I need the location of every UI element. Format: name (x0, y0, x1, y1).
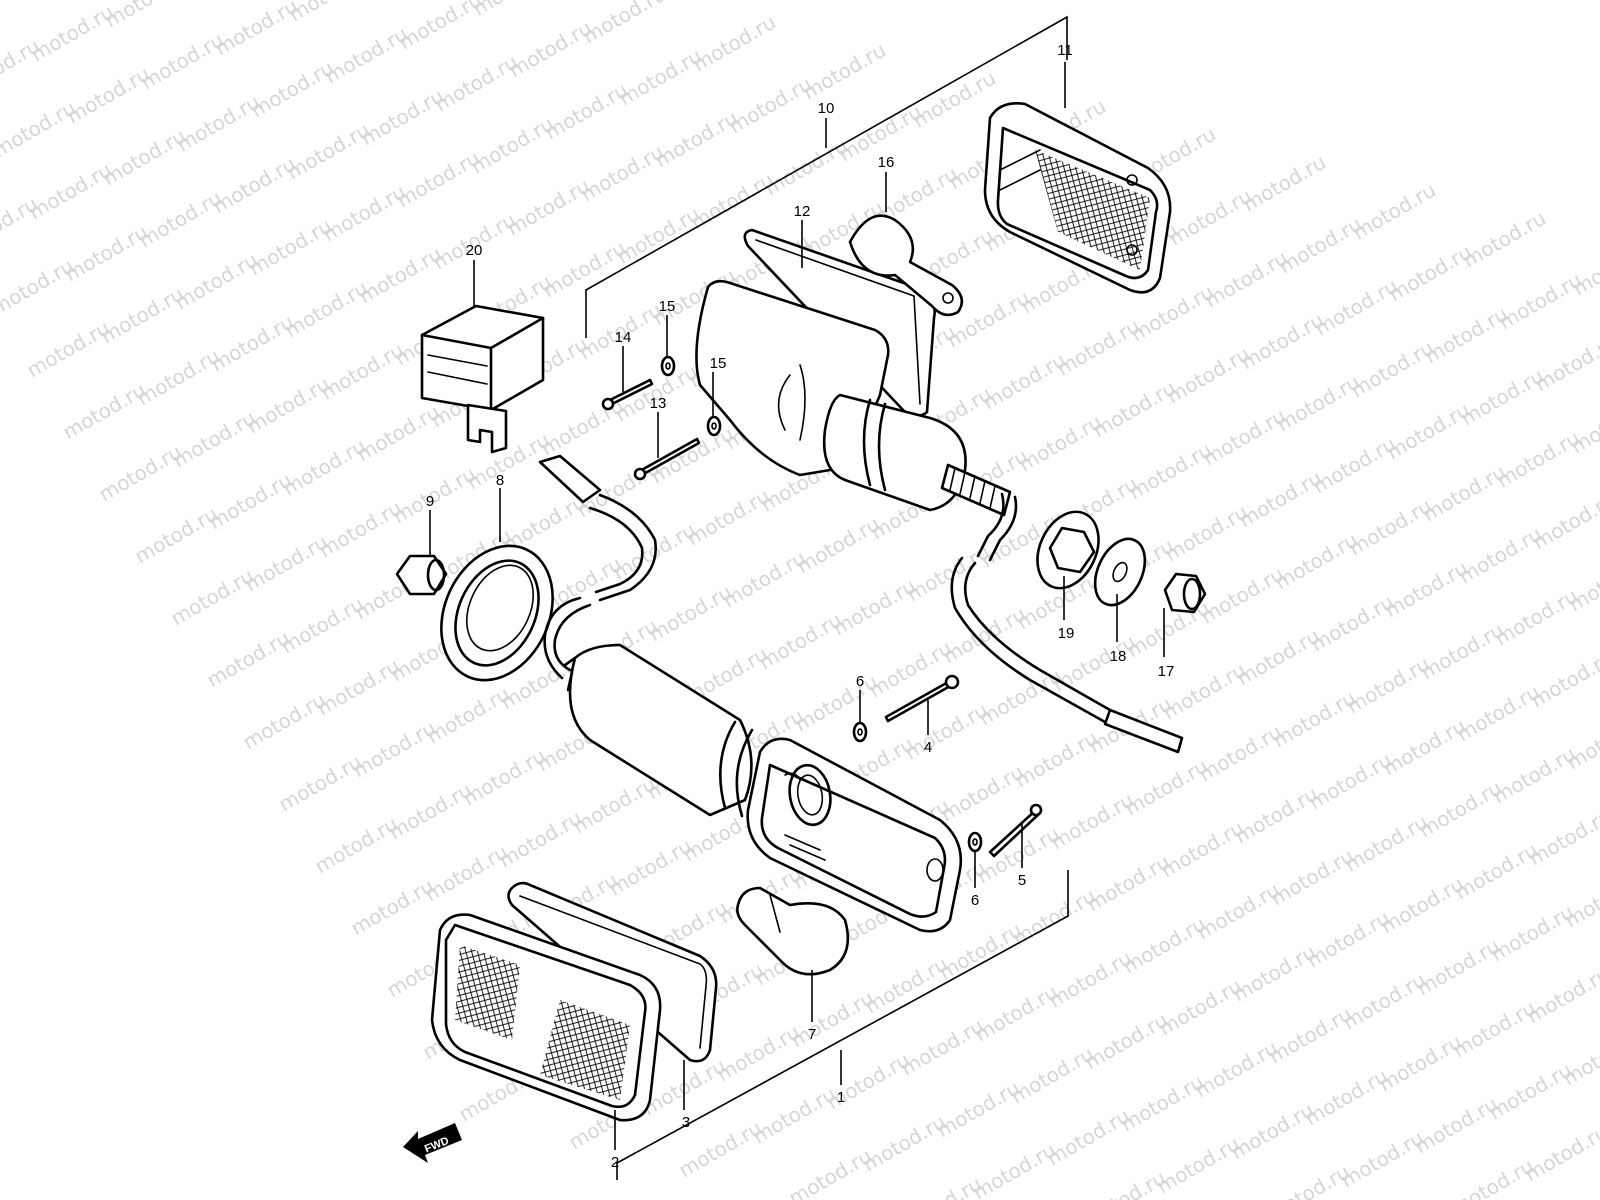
watermark-text: motod.ru (785, 1144, 876, 1200)
watermark-text: motod.ru (239, 688, 330, 755)
screw-part-13 (633, 437, 701, 481)
assembly-bracket-lower (616, 870, 1069, 1180)
forward-direction-badge: FWD (403, 1123, 462, 1163)
callout-6-lower: 6 (971, 892, 979, 909)
watermark-text: motod.ru (131, 502, 222, 569)
callout-2: 2 (611, 1154, 619, 1171)
watermark-text: motod.ru (579, 0, 670, 48)
nut-part-17 (1163, 572, 1207, 614)
callout-17: 17 (1158, 663, 1175, 680)
callout-4: 4 (924, 739, 932, 756)
watermark-text: motod.ru (1079, 1166, 1170, 1200)
lower-signal-housing (563, 643, 963, 933)
washer-part-15a (660, 355, 676, 377)
upper-signal-housing (695, 279, 1012, 517)
lock-washer-part-19 (1036, 510, 1100, 590)
watermark-text: motod.ru (167, 564, 258, 631)
washer-part-15b (706, 415, 722, 437)
watermark-text: motod.ru (0, 0, 82, 4)
watermark-text: motod.ru (59, 378, 150, 445)
callout-18: 18 (1110, 648, 1127, 665)
relay-part-20 (420, 304, 545, 454)
callout-3: 3 (682, 1114, 690, 1131)
watermark-text: motod.ru (395, 0, 486, 54)
watermark-text: motod.ru (95, 440, 186, 507)
watermark-text: motod.ru (0, 192, 42, 259)
assembly-bracket-upper (585, 15, 1068, 338)
callout-19: 19 (1058, 625, 1075, 642)
callout-7: 7 (808, 1026, 816, 1043)
watermark-text: motod.ru (0, 96, 80, 163)
callout-labels: 11 10 16 12 20 15 14 15 13 8 9 19 18 17 … (426, 42, 1175, 1171)
bulb-part-7 (736, 886, 850, 976)
callout-10: 10 (818, 100, 835, 117)
washer-part-6a (852, 721, 868, 743)
lens-part-11 (983, 102, 1172, 294)
washer-part-6b (967, 831, 983, 853)
callout-11: 11 (1057, 42, 1073, 59)
callout-20: 20 (466, 242, 483, 259)
lens-part-2 (430, 913, 662, 1122)
callout-14: 14 (615, 329, 632, 346)
upper-wire (950, 492, 1184, 754)
callout-16: 16 (878, 154, 895, 171)
watermark-text: motod.ru (347, 874, 438, 941)
bulb-part-16 (848, 214, 964, 317)
callout-13: 13 (650, 395, 667, 412)
watermark-text: motod.ru (203, 626, 294, 693)
callout-5: 5 (1018, 872, 1026, 889)
callout-15-lower: 15 (710, 355, 727, 372)
callout-1: 1 (837, 1089, 845, 1106)
callout-15-upper: 15 (659, 298, 676, 315)
nut-part-9 (395, 554, 448, 596)
watermark-text: motod.ru (211, 0, 302, 60)
watermark-text: motod.ru (275, 750, 366, 817)
watermark-text: motod.ru (311, 812, 402, 879)
watermark-text: motod.ru (0, 254, 78, 321)
screw-part-14 (601, 378, 654, 411)
washer-part-18 (1093, 537, 1147, 607)
callout-9: 9 (426, 493, 434, 510)
watermark-text: motod.ru (0, 34, 44, 101)
watermark-text: motod.ru (1447, 1154, 1538, 1200)
screw-part-5 (988, 803, 1043, 858)
leader-lines (429, 62, 1165, 1150)
callout-6-upper: 6 (856, 673, 864, 690)
callout-12: 12 (794, 203, 811, 220)
grommet-part-8 (440, 544, 554, 682)
watermark-text: motod.ru (0, 0, 8, 38)
watermark-text: motod.ru (895, 1172, 986, 1200)
callout-8: 8 (496, 472, 504, 489)
lower-wire (538, 454, 658, 680)
watermark-text: motod.ru (23, 316, 114, 383)
watermark-text: motod.ru (1263, 1160, 1354, 1200)
screw-part-4 (884, 674, 960, 723)
